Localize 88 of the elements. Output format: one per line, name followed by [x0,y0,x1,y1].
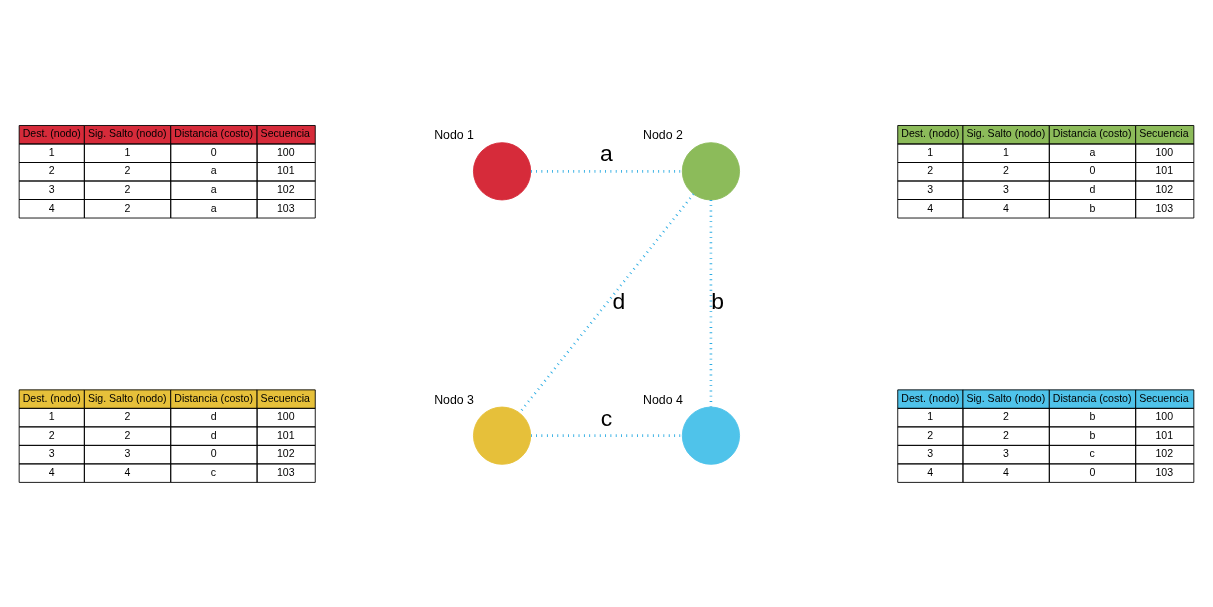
label: 101 [276,428,295,441]
label: 0 [210,447,217,460]
label: 2 [1003,410,1009,423]
label: Secuencia [1139,127,1189,140]
label: Secuencia [260,127,310,140]
label: 100 [276,410,295,423]
label: 2 [48,164,55,177]
label: Distancia (costo) [174,127,253,140]
label: 2 [48,428,55,441]
label: Dest. (nodo) [901,391,960,404]
node-label: Nodo 2 [643,128,683,143]
node-label: Nodo 3 [434,392,474,407]
label: 1 [1003,145,1009,158]
label: 4 [124,465,131,478]
label: 103 [1155,465,1174,478]
label: 3 [1003,447,1009,460]
label: 1 [927,145,934,158]
label: b [1089,201,1096,214]
node-label: Nodo 1 [434,128,474,143]
label: 4 [927,465,934,478]
label: 1 [48,145,55,158]
label: 2 [124,164,131,177]
label: b [1089,410,1096,423]
label: 3 [927,182,934,195]
label: Distancia (costo) [174,391,253,404]
label: d [210,410,217,423]
label: Secuencia [260,391,310,404]
label: 100 [276,145,295,158]
label: a [1089,145,1096,158]
label: 103 [276,201,295,214]
label: 1 [48,410,55,423]
label: 102 [276,447,295,460]
edge-label: c [600,404,613,431]
label: 2 [1003,164,1009,177]
label: 103 [1155,201,1174,214]
edge-label: a [600,140,613,167]
label: 100 [1155,410,1174,423]
label: 0 [1089,465,1096,478]
label: Distancia (costo) [1052,391,1132,404]
label: 0 [210,145,217,158]
node-label: Nodo 4 [643,392,683,407]
label: 2 [927,428,934,441]
label: 101 [276,164,295,177]
label: a [210,164,217,177]
label: 3 [1003,182,1009,195]
label: 103 [276,465,295,478]
label: 4 [48,465,55,478]
label: a [210,201,217,214]
label: Sig. Salto (nodo) [966,127,1046,140]
label: 2 [124,410,131,423]
label: c [210,465,217,478]
label: Dest. (nodo) [901,127,960,140]
label: 3 [48,447,55,460]
label: 2 [927,164,934,177]
label: 101 [1155,164,1174,177]
label: Sig. Salto (nodo) [87,127,167,140]
label: Secuencia [1139,391,1189,404]
label: 102 [1155,182,1174,195]
label: 0 [1089,164,1096,177]
label: Sig. Salto (nodo) [966,391,1046,404]
label: 1 [124,145,131,158]
label: 2 [1003,428,1009,441]
label: 3 [124,447,131,460]
label: 4 [1003,465,1009,478]
label: 4 [1003,201,1009,214]
label: 100 [1155,145,1174,158]
label: c [1089,447,1095,460]
label: Dest. (nodo) [22,391,81,404]
label: d [210,428,217,441]
label: 101 [1155,428,1174,441]
label: b [1089,428,1096,441]
label: 2 [124,182,131,195]
edge-label: b [711,288,724,315]
label: Distancia (costo) [1052,127,1132,140]
label: 2 [124,428,131,441]
label: a [210,182,217,195]
label: 4 [927,201,934,214]
label: 102 [1155,447,1174,460]
label: Sig. Salto (nodo) [87,391,167,404]
label: 3 [927,447,934,460]
label: 102 [276,182,295,195]
label: 2 [124,201,131,214]
label: d [1089,182,1096,195]
label: Dest. (nodo) [22,127,81,140]
label: 1 [927,410,934,423]
label: 3 [48,182,55,195]
label: 4 [48,201,55,214]
edge-label: d [612,288,626,315]
